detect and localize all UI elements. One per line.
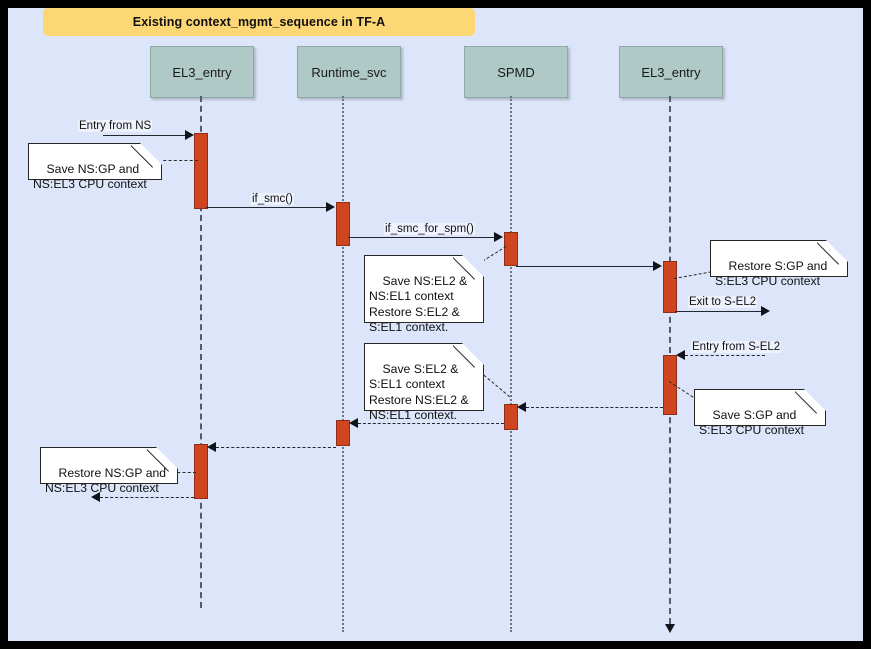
lifeline-line-el3-entry-left xyxy=(200,96,202,608)
note-text: Save S:GP and S:EL3 CPU context xyxy=(699,407,804,438)
message-line-el3-entry-to-spmd-return xyxy=(526,407,663,408)
diagram-canvas: Existing context_mgmt_sequence in TF-A E… xyxy=(8,8,863,641)
message-arrowhead-icon xyxy=(326,202,335,212)
note-save-ns-el2: Save NS:EL2 & NS:EL1 context Restore S:E… xyxy=(364,255,484,334)
lifeline-head-el3-entry-left[interactable]: EL3_entry xyxy=(150,46,254,98)
lifeline-end-arrow-icon xyxy=(665,624,675,633)
activation-bar-spmd-2 xyxy=(504,404,518,430)
note-fold-corner-icon xyxy=(462,343,484,365)
note-restore-s-gp: Restore S:GP and S:EL3 CPU context xyxy=(710,240,848,288)
message-label-entry-from-ns: Entry from NS xyxy=(78,120,153,132)
message-line-spmd-to-el3-entry xyxy=(516,266,653,267)
lifeline-label: EL3_entry xyxy=(172,64,232,80)
message-arrowhead-icon xyxy=(517,402,526,412)
message-arrowhead-icon xyxy=(185,130,194,140)
activation-bar-runtime-svc-2 xyxy=(336,420,350,446)
note-fold-corner-icon xyxy=(156,447,178,469)
note-fold-corner-icon xyxy=(826,240,848,262)
note-leader-line xyxy=(172,472,196,473)
message-line-entry-from-s-el2 xyxy=(685,355,765,356)
activation-bar-el3-entry-right-1 xyxy=(663,261,677,313)
lifeline-head-runtime-svc[interactable]: Runtime_svc xyxy=(297,46,401,98)
note-fold-corner-icon xyxy=(140,143,162,165)
activation-bar-el3-entry-left-2 xyxy=(194,444,208,499)
note-fold-corner-icon xyxy=(462,255,484,277)
message-line-entry-from-ns xyxy=(103,135,185,136)
message-label-if-smc: if_smc() xyxy=(251,193,294,205)
message-arrowhead-icon xyxy=(207,442,216,452)
message-line-el3-entry-exit xyxy=(100,497,194,498)
note-restore-ns-gp: Restore NS:GP and NS:EL3 CPU context xyxy=(40,447,178,495)
note-text: Save S:EL2 & S:EL1 context Restore NS:EL… xyxy=(369,361,469,423)
message-line-if-smc-for-spm xyxy=(348,237,494,238)
message-arrowhead-icon xyxy=(494,232,503,242)
note-save-s-gp: Save S:GP and S:EL3 CPU context xyxy=(694,389,826,437)
lifeline-label: EL3_entry xyxy=(641,64,701,80)
message-arrowhead-icon xyxy=(349,418,358,428)
note-text: Save NS:GP and NS:EL3 CPU context xyxy=(33,161,147,192)
message-line-exit-to-s-el2 xyxy=(675,311,761,312)
message-arrowhead-icon xyxy=(653,261,662,271)
note-save-s-el2: Save S:EL2 & S:EL1 context Restore NS:EL… xyxy=(364,343,484,422)
activation-bar-el3-entry-left-1 xyxy=(194,133,208,209)
note-text: Save NS:EL2 & NS:EL1 context Restore S:E… xyxy=(369,273,468,335)
message-line-spmd-to-runtime-svc-return xyxy=(358,423,504,424)
message-line-if-smc xyxy=(206,207,326,208)
note-fold-corner-icon xyxy=(804,389,826,411)
lifeline-line-spmd xyxy=(510,96,512,632)
diagram-title-banner: Existing context_mgmt_sequence in TF-A xyxy=(43,8,475,36)
message-label-entry-from-s-el2: Entry from S-EL2 xyxy=(691,341,782,353)
note-text: Restore S:GP and S:EL3 CPU context xyxy=(715,258,828,289)
note-text: Restore NS:GP and NS:EL3 CPU context xyxy=(45,465,167,496)
diagram-title: Existing context_mgmt_sequence in TF-A xyxy=(132,15,386,29)
lifeline-head-el3-entry-right[interactable]: EL3_entry xyxy=(619,46,723,98)
note-leader-line xyxy=(158,160,198,161)
message-arrowhead-icon xyxy=(676,350,685,360)
note-leader-line xyxy=(673,271,712,279)
activation-bar-spmd-1 xyxy=(504,232,518,266)
message-line-runtime-svc-to-el3-entry-return xyxy=(216,447,336,448)
lifeline-line-runtime-svc xyxy=(342,96,344,632)
activation-bar-el3-entry-right-2 xyxy=(663,355,677,415)
note-save-ns-gp: Save NS:GP and NS:EL3 CPU context xyxy=(28,143,162,191)
message-label-if-smc-for-spm: if_smc_for_spm() xyxy=(384,223,475,235)
message-arrowhead-icon xyxy=(761,306,770,316)
message-arrowhead-icon xyxy=(91,492,100,502)
activation-bar-runtime-svc-1 xyxy=(336,202,350,246)
lifeline-label: SPMD xyxy=(497,64,535,80)
lifeline-head-spmd[interactable]: SPMD xyxy=(464,46,568,98)
message-label-exit-to-s-el2: Exit to S-EL2 xyxy=(688,296,758,308)
lifeline-label: Runtime_svc xyxy=(311,64,387,80)
